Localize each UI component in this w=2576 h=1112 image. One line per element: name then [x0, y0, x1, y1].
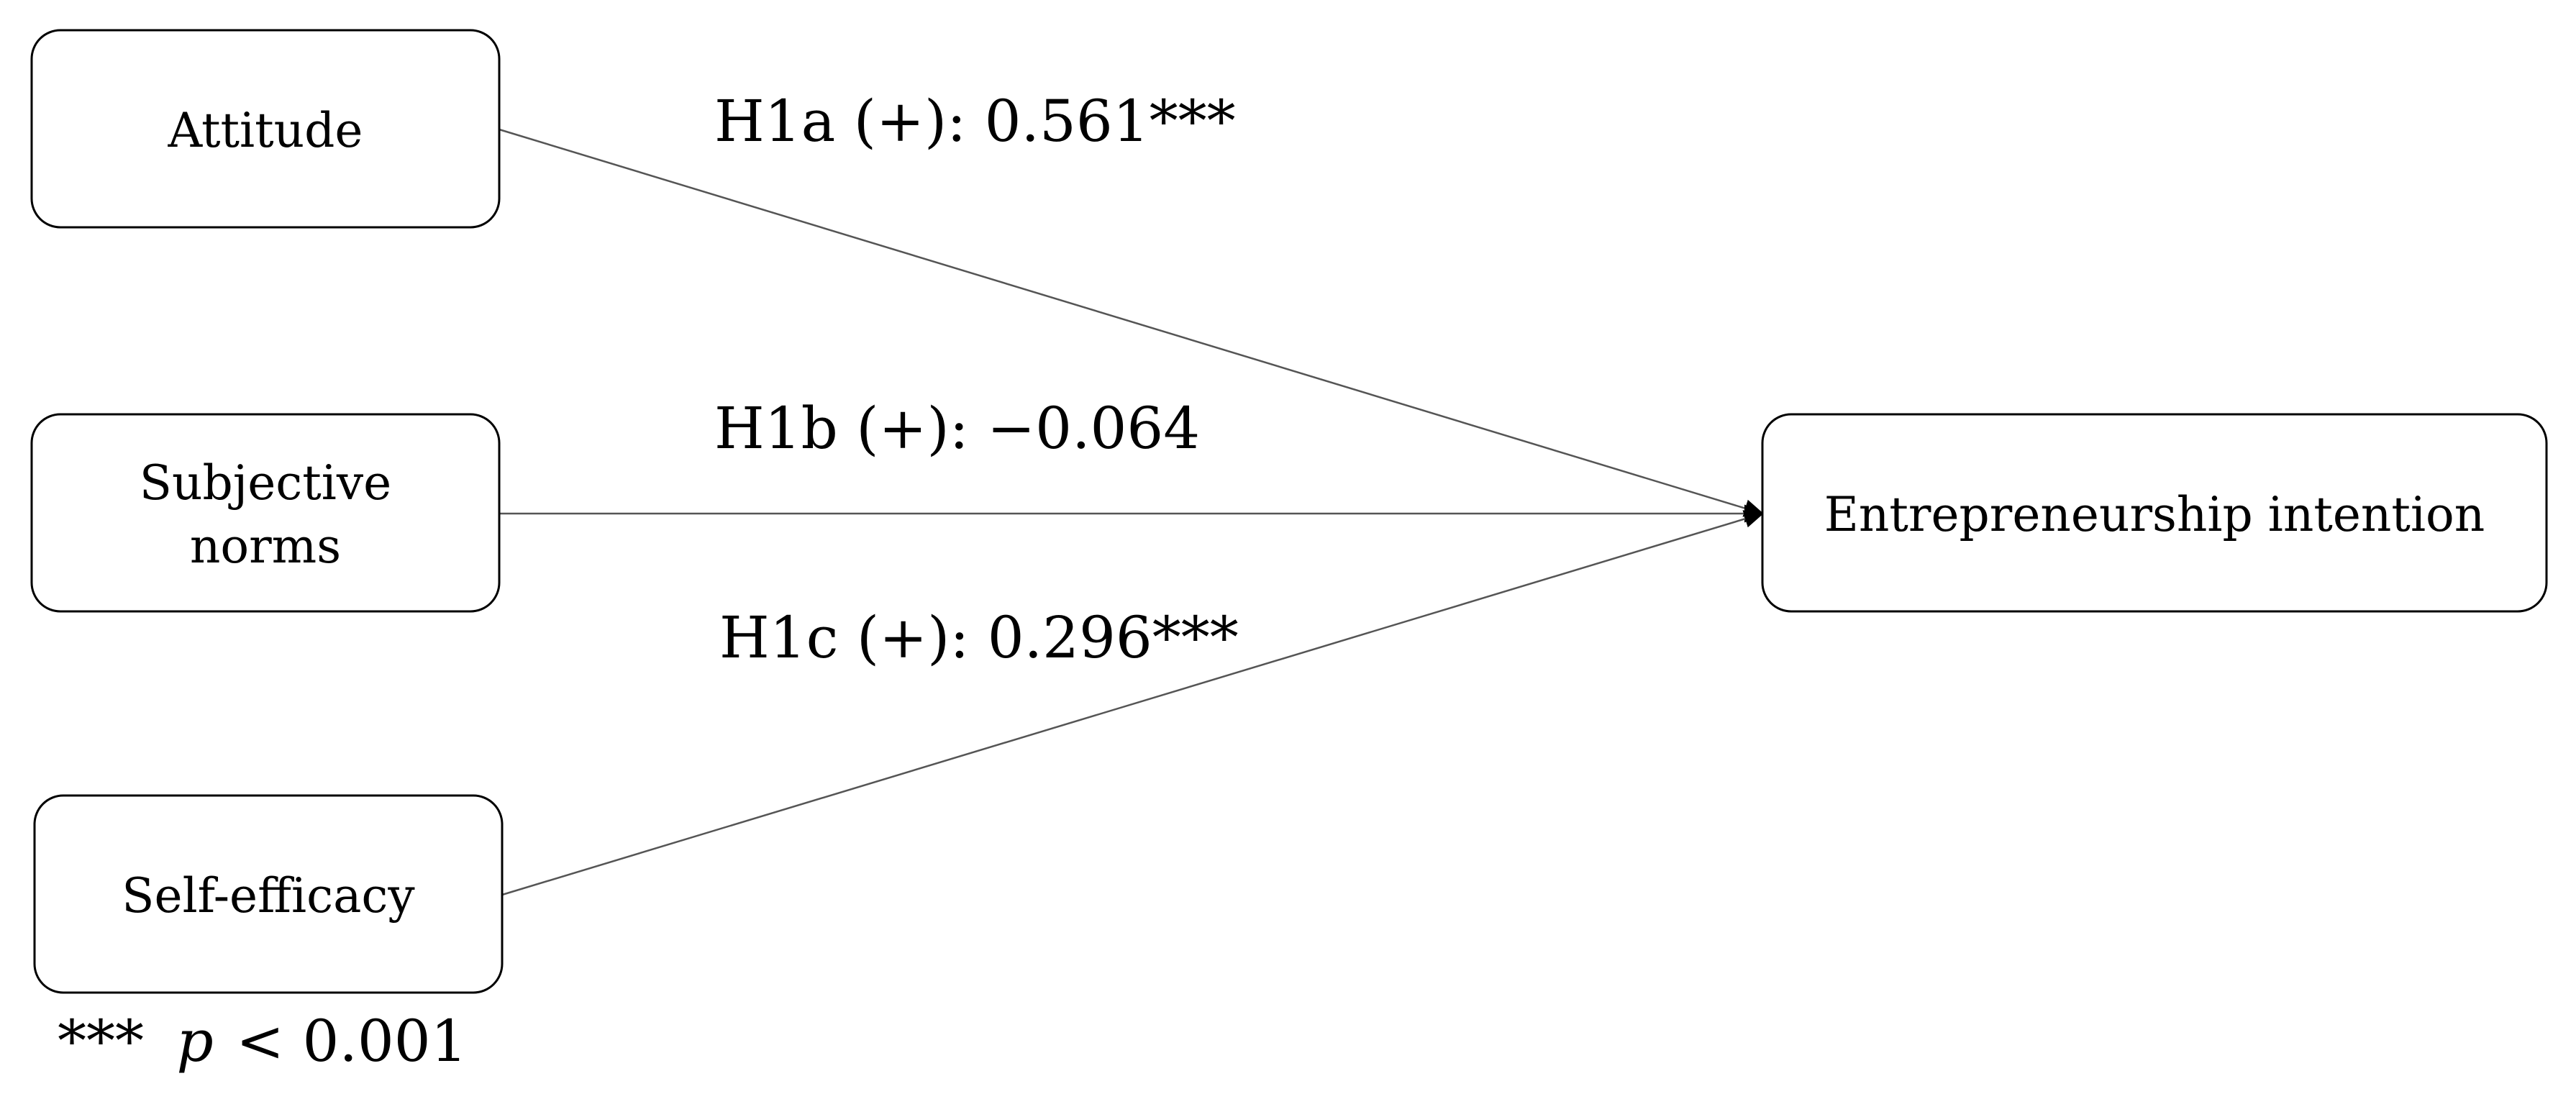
node-attitude-label: Attitude: [168, 103, 363, 158]
significance-footnote: *** p < 0.001: [58, 1008, 468, 1075]
edge-label-h1c: H1c (+): 0.296***: [719, 604, 1239, 671]
edge-attitude-to-intention: [499, 128, 1765, 517]
edge-label-h1b: H1b (+): −0.064: [714, 395, 1200, 462]
edge-self-efficacy-to-intention: [501, 510, 1765, 896]
node-self-efficacy-label: Self-efficacy: [122, 868, 415, 924]
node-self-efficacy: Self-efficacy: [33, 794, 504, 994]
footnote-p: p: [176, 1008, 213, 1075]
node-subjective-norms: Subjective norms: [30, 413, 501, 613]
footnote-threshold: < 0.001: [236, 1008, 467, 1075]
node-attitude: Attitude: [30, 29, 501, 229]
node-subjective-norms-label-line2: norms: [190, 519, 341, 574]
footnote-stars: ***: [58, 1008, 144, 1075]
node-entrepreneurship-intention-label: Entrepreneurship intention: [1824, 487, 2485, 542]
node-subjective-norms-label-line1: Subjective: [140, 455, 391, 511]
node-entrepreneurship-intention: Entrepreneurship intention: [1761, 413, 2548, 613]
edge-label-h1a: H1a (+): 0.561***: [714, 88, 1236, 155]
